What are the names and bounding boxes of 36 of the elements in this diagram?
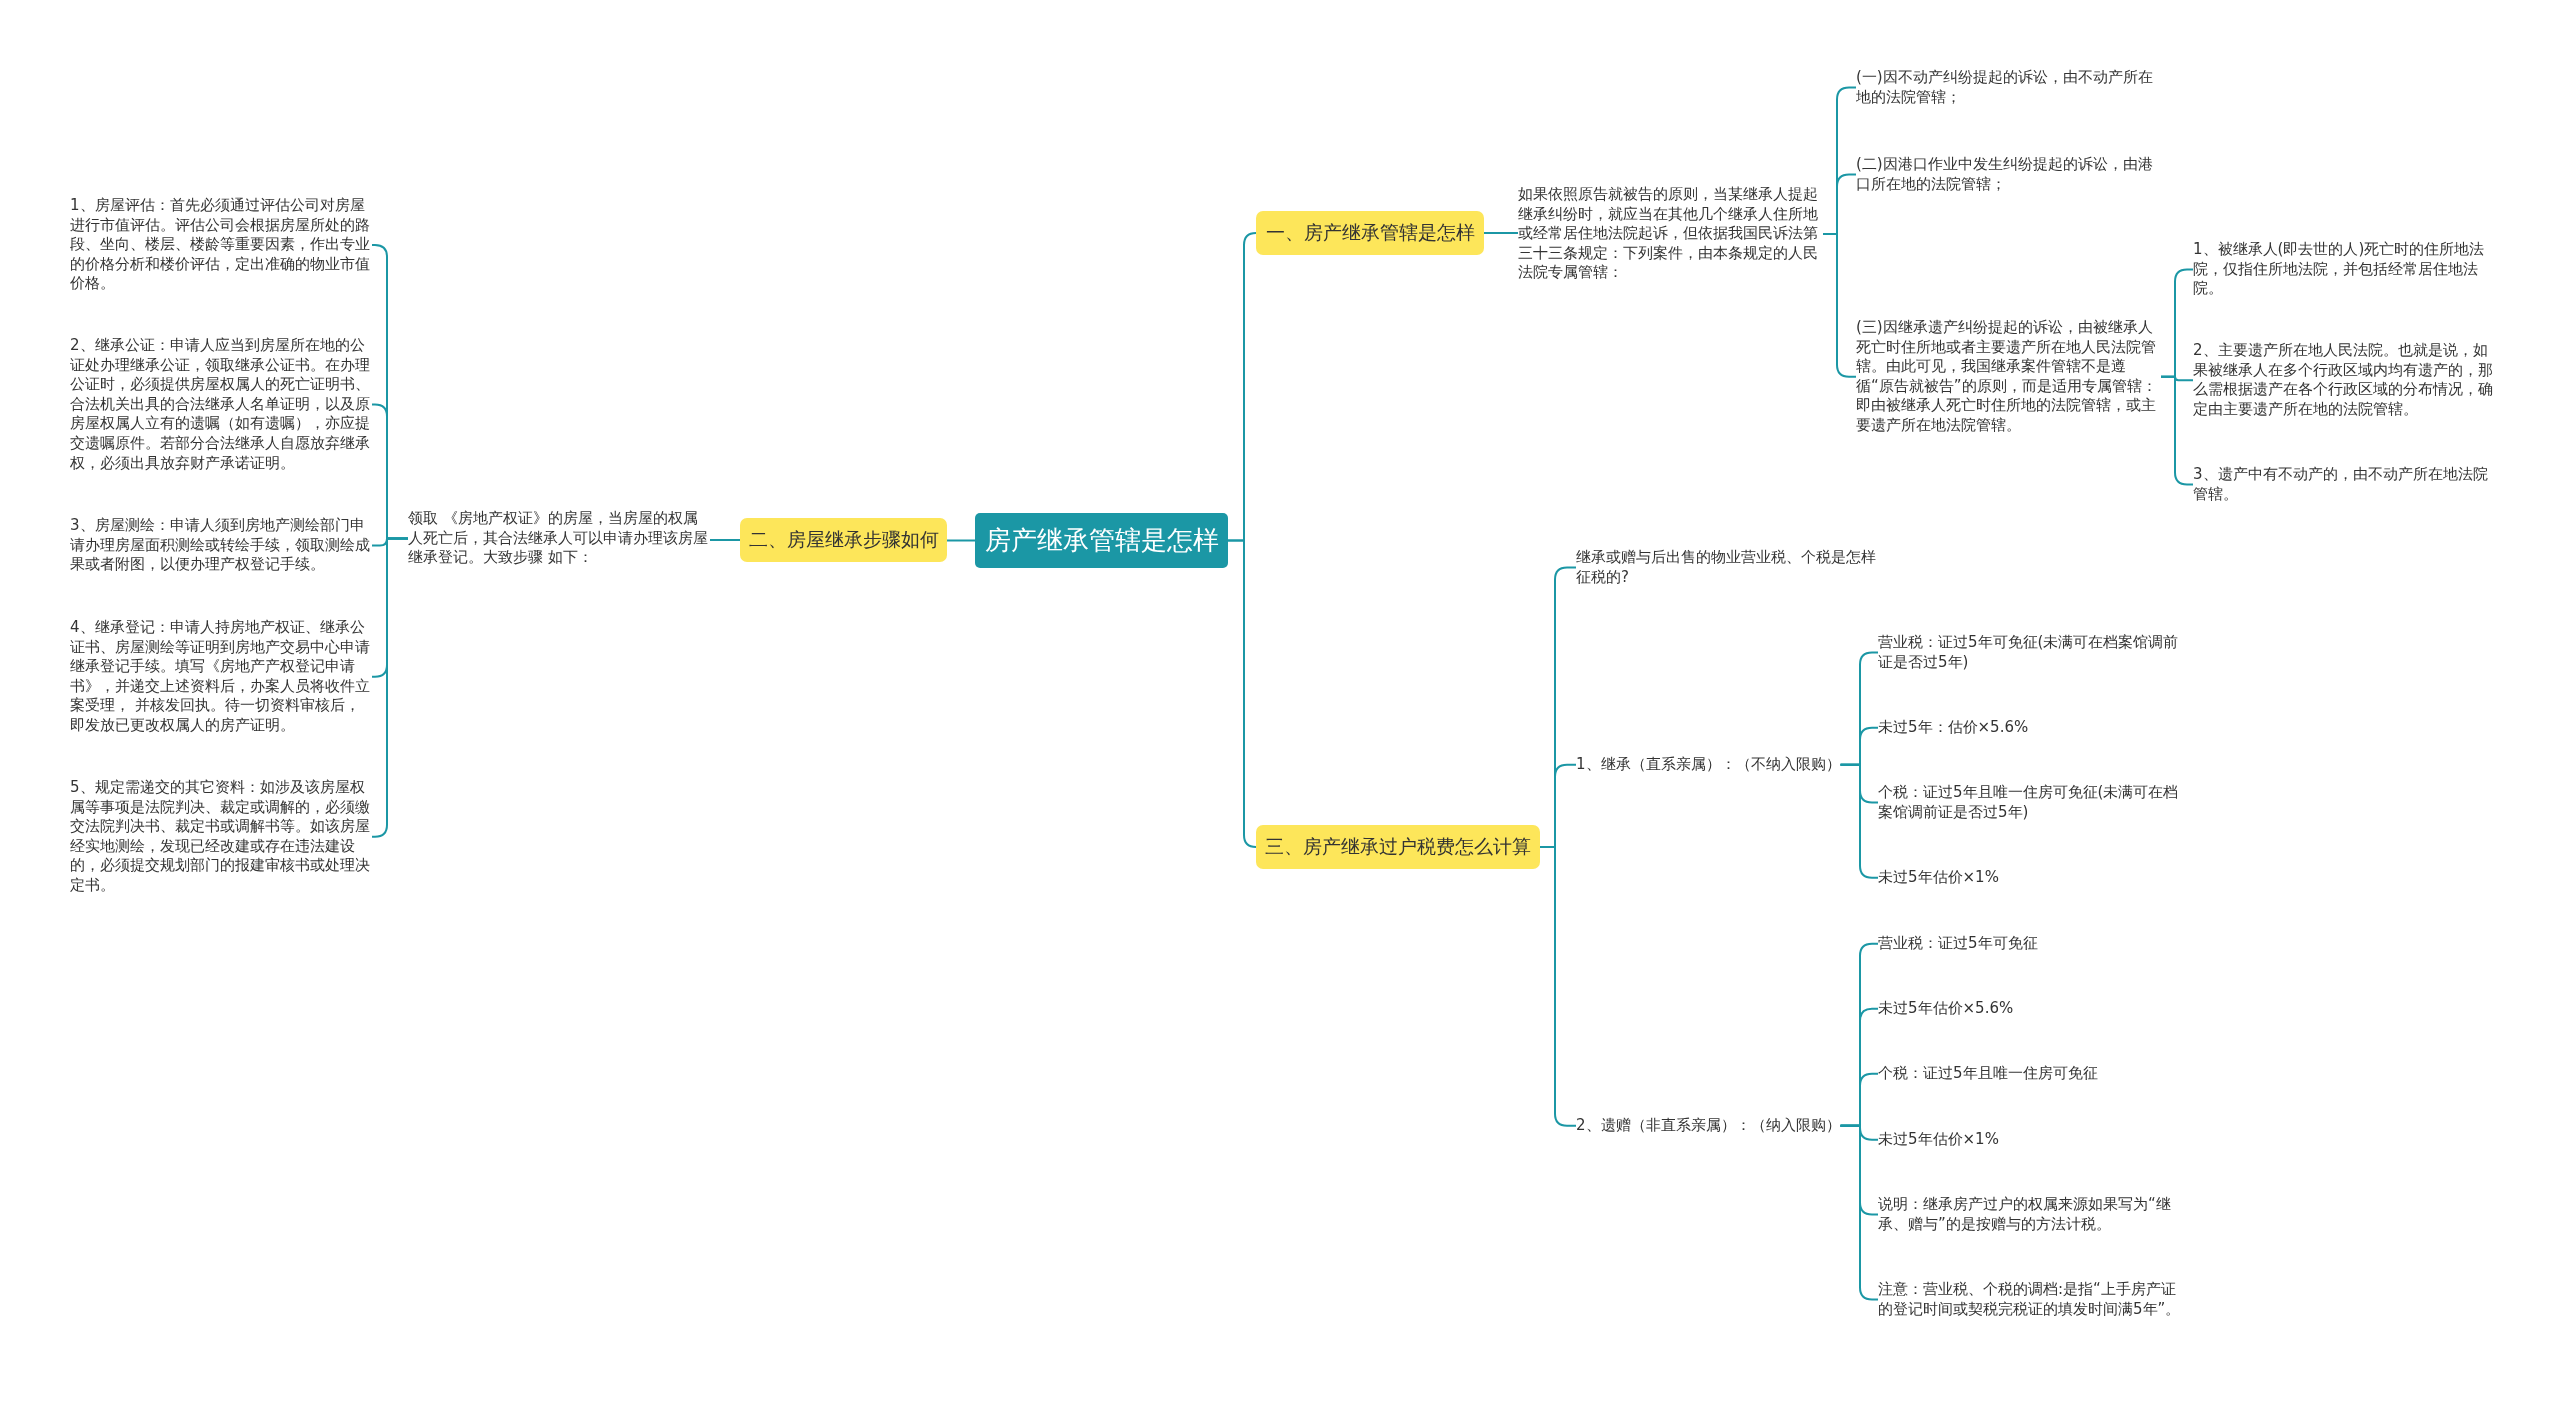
topic-text: 未过5年估价×1% bbox=[1878, 868, 2183, 888]
connector-line bbox=[1483, 232, 1519, 234]
branch-topic-box: 三、房产继承过户税费怎么计算 bbox=[1256, 825, 1540, 869]
topic-text: 个税：证过5年且唯一住房可免征 bbox=[1878, 1064, 2183, 1084]
connector-line bbox=[1539, 846, 1577, 1127]
topic-text: 2、遗赠（非直系亲属）：（纳入限购） bbox=[1576, 1116, 1841, 1136]
topic-text: 营业税：证过5年可免征(未满可在档案馆调前证是否过5年) bbox=[1878, 633, 2183, 673]
topic-text: 未过5年估价×5.6% bbox=[1878, 999, 2183, 1019]
topic-text: (一)因不动产纠纷提起的诉讼，由不动产所在地的法院管辖； bbox=[1856, 68, 2161, 108]
connector-line bbox=[709, 539, 741, 541]
topic-text: 如果依照原告就被告的原则，当某继承人提起继承纠纷时，就应当在其他几个继承人住所地或经常居住地法院起诉，但依据我国民诉法第三十三条规定：下列案件，由本条规定的人民法院专属管辖： bbox=[1518, 185, 1823, 283]
topic-text: 4、继承登记：申请人持房地产权证、继承公证书、房屋测绘等证明到房地产交易中心申请继承登记手续。填写《房地产产权登记申请书》，并递交上述资料后，办案人员将收件立案受理， 并核发回执。待一切资料审核后，即发放已更改权属人的房产证明。 bbox=[70, 618, 372, 736]
topic-text: 注意：营业税、个税的调档:是指“上手房产证的登记时间或契税完税证的填发时间满5年”。 bbox=[1878, 1280, 2183, 1320]
topic-text: 1、被继承人(即去世的人)死亡时的住所地法院，仅指住所地法院，并包括经常居住地法院。 bbox=[2193, 240, 2498, 299]
topic-text: 个税：证过5年且唯一住房可免征(未满可在档案馆调前证是否过5年) bbox=[1878, 783, 2183, 823]
topic-text: 说明：继承房产过户的权属来源如果写为“继承、赠与”的是按赠与的方法计税。 bbox=[1878, 1195, 2183, 1235]
topic-text: 2、主要遗产所在地人民法院。也就是说，如果被继承人在多个行政区域内均有遗产的，那么需根据遗产在各个行政区域的分布情况，确定由主要遗产所在地的法院管辖。 bbox=[2193, 341, 2498, 420]
branch-topic-box: 一、房产继承管辖是怎样 bbox=[1256, 211, 1484, 255]
topic-text: 继承或赠与后出售的物业营业税、个税是怎样征税的? bbox=[1576, 548, 1881, 588]
topic-text: 3、房屋测绘：申请人须到房地产测绘部门申请办理房屋面积测绘或转绘手续，领取测绘成果或者附图，以便办理产权登记手续。 bbox=[70, 516, 372, 575]
topic-text: (三)因继承遗产纠纷提起的诉讼，由被继承人死亡时住所地或者主要遗产所在地人民法院管辖。由此可见，我国继承案件管辖不是遵循“原告就被告”的原则，而是适用专属管辖：即由被继承人死亡时住所地的法院管辖，或主要遗产所在地法院管辖。 bbox=[1856, 318, 2161, 436]
topic-text: (二)因港口作业中发生纠纷提起的诉讼，由港口所在地的法院管辖； bbox=[1856, 155, 2161, 195]
topic-text: 1、房屋评估：首先必须通过评估公司对房屋进行市值评估。评估公司会根据房屋所处的路段、坐向、楼层、楼龄等重要因素，作出专业的价格分析和楼价评估，定出准确的物业市值价格。 bbox=[70, 196, 372, 294]
topic-text: 营业税：证过5年可免征 bbox=[1878, 934, 2183, 954]
central-topic-box: 房产继承管辖是怎样 bbox=[975, 513, 1228, 568]
topic-text: 1、继承（直系亲属）：（不纳入限购） bbox=[1576, 755, 1841, 775]
connector-line bbox=[1227, 539, 1257, 848]
connector-line bbox=[946, 539, 976, 542]
topic-text: 2、继承公证：申请人应当到房屋所在地的公证处办理继承公证，领取继承公证书。在办理公证时，必须提供房屋权属人的死亡证明书、合法机关出具的合法继承人名单证明，以及原房屋权属人立有的遗嘱（如有遗嘱），亦应提交遗嘱原件。若部分合法继承人自愿放弃继承权，必须出具放弃财产承诺证明。 bbox=[70, 336, 372, 474]
branch-topic-box: 二、房屋继承步骤如何 bbox=[740, 518, 947, 562]
topic-text: 3、遗产中有不动产的，由不动产所在地法院管辖。 bbox=[2193, 465, 2498, 505]
topic-text: 未过5年估价×1% bbox=[1878, 1130, 2183, 1150]
topic-text: 5、规定需递交的其它资料：如涉及该房屋权属等事项是法院判决、裁定或调解的，必须缴交法院判决书、裁定书或调解书等。如该房屋经实地测绘，发现已经改建或存在违法建设的，必须提交规划部门的报建审核书或处理决定书。 bbox=[70, 778, 372, 896]
topic-text: 领取 《房地产权证》的房屋，当房屋的权属人死亡后，其合法继承人可以申请办理该房屋继承登记。大致步骤 如下： bbox=[408, 509, 710, 568]
topic-text: 未过5年：估价×5.6% bbox=[1878, 718, 2183, 738]
connector-line bbox=[371, 537, 409, 838]
